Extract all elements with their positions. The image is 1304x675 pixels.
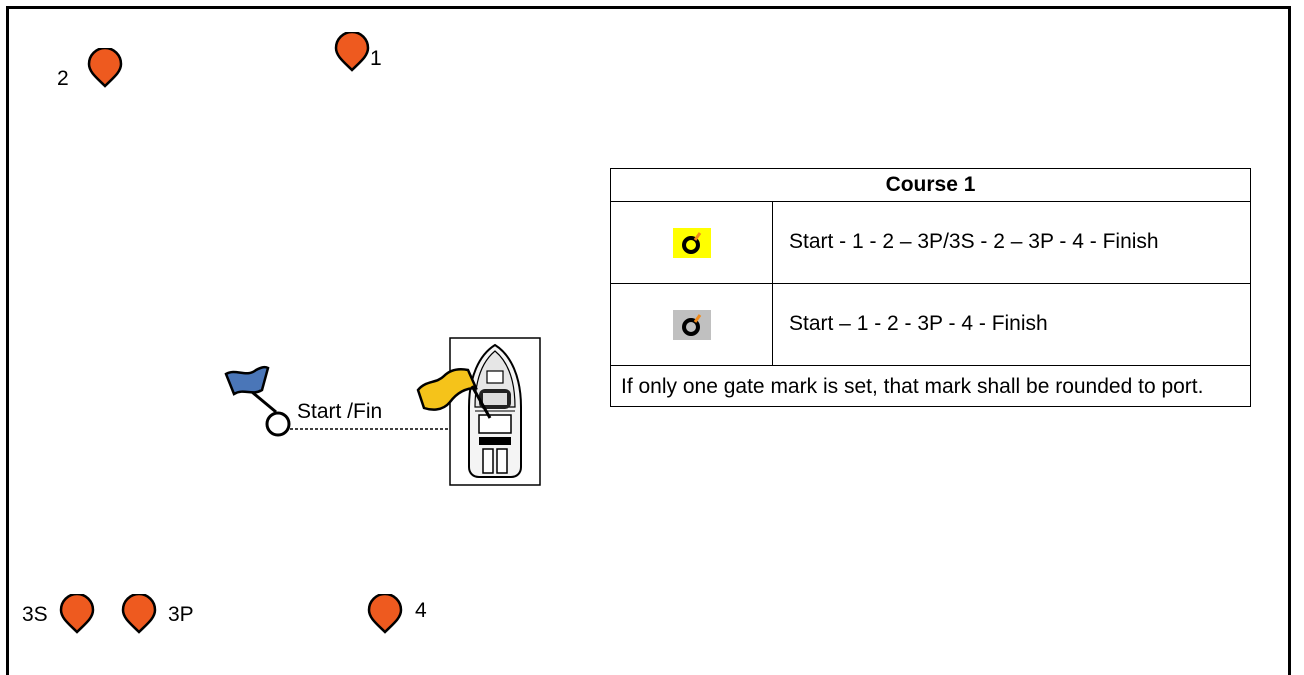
mark-2-buoy-icon bbox=[87, 48, 123, 88]
course-symbol-icon bbox=[672, 227, 711, 258]
mark-3p-label: 3P bbox=[168, 603, 194, 626]
blue-flag-icon bbox=[224, 365, 291, 437]
mark-1-buoy-icon bbox=[334, 32, 370, 72]
mark-2-label: 2 bbox=[57, 67, 69, 90]
mark-4-buoy-icon bbox=[367, 594, 403, 634]
yellow-flag-icon bbox=[416, 368, 492, 419]
committee-boat-icon bbox=[449, 337, 541, 486]
gate-mark-note: If only one gate mark is set, that mark … bbox=[610, 364, 1251, 408]
course-row-2-sequence: Start – 1 - 2 - 3P - 4 - Finish bbox=[772, 283, 1251, 366]
start-finish-label: Start /Fin bbox=[297, 400, 383, 423]
course-title: Course 1 bbox=[610, 168, 1251, 202]
course-table: Course 1 Start - 1 - 2 – 3P/3S - 2 – 3P … bbox=[610, 168, 1251, 408]
course-row-1-symbol bbox=[610, 201, 773, 284]
mark-1-label: 1 bbox=[370, 47, 382, 70]
course-symbol-icon bbox=[672, 309, 711, 340]
mark-4-label: 4 bbox=[415, 599, 427, 622]
mark-3s-buoy-icon bbox=[59, 594, 95, 634]
mark-3s-label: 3S bbox=[22, 603, 48, 626]
course-row-1-sequence: Start - 1 - 2 – 3P/3S - 2 – 3P - 4 - Fin… bbox=[772, 201, 1251, 284]
start-finish-line bbox=[290, 428, 464, 430]
mark-3p-buoy-icon bbox=[121, 594, 157, 634]
course-row-2-symbol bbox=[610, 283, 773, 366]
